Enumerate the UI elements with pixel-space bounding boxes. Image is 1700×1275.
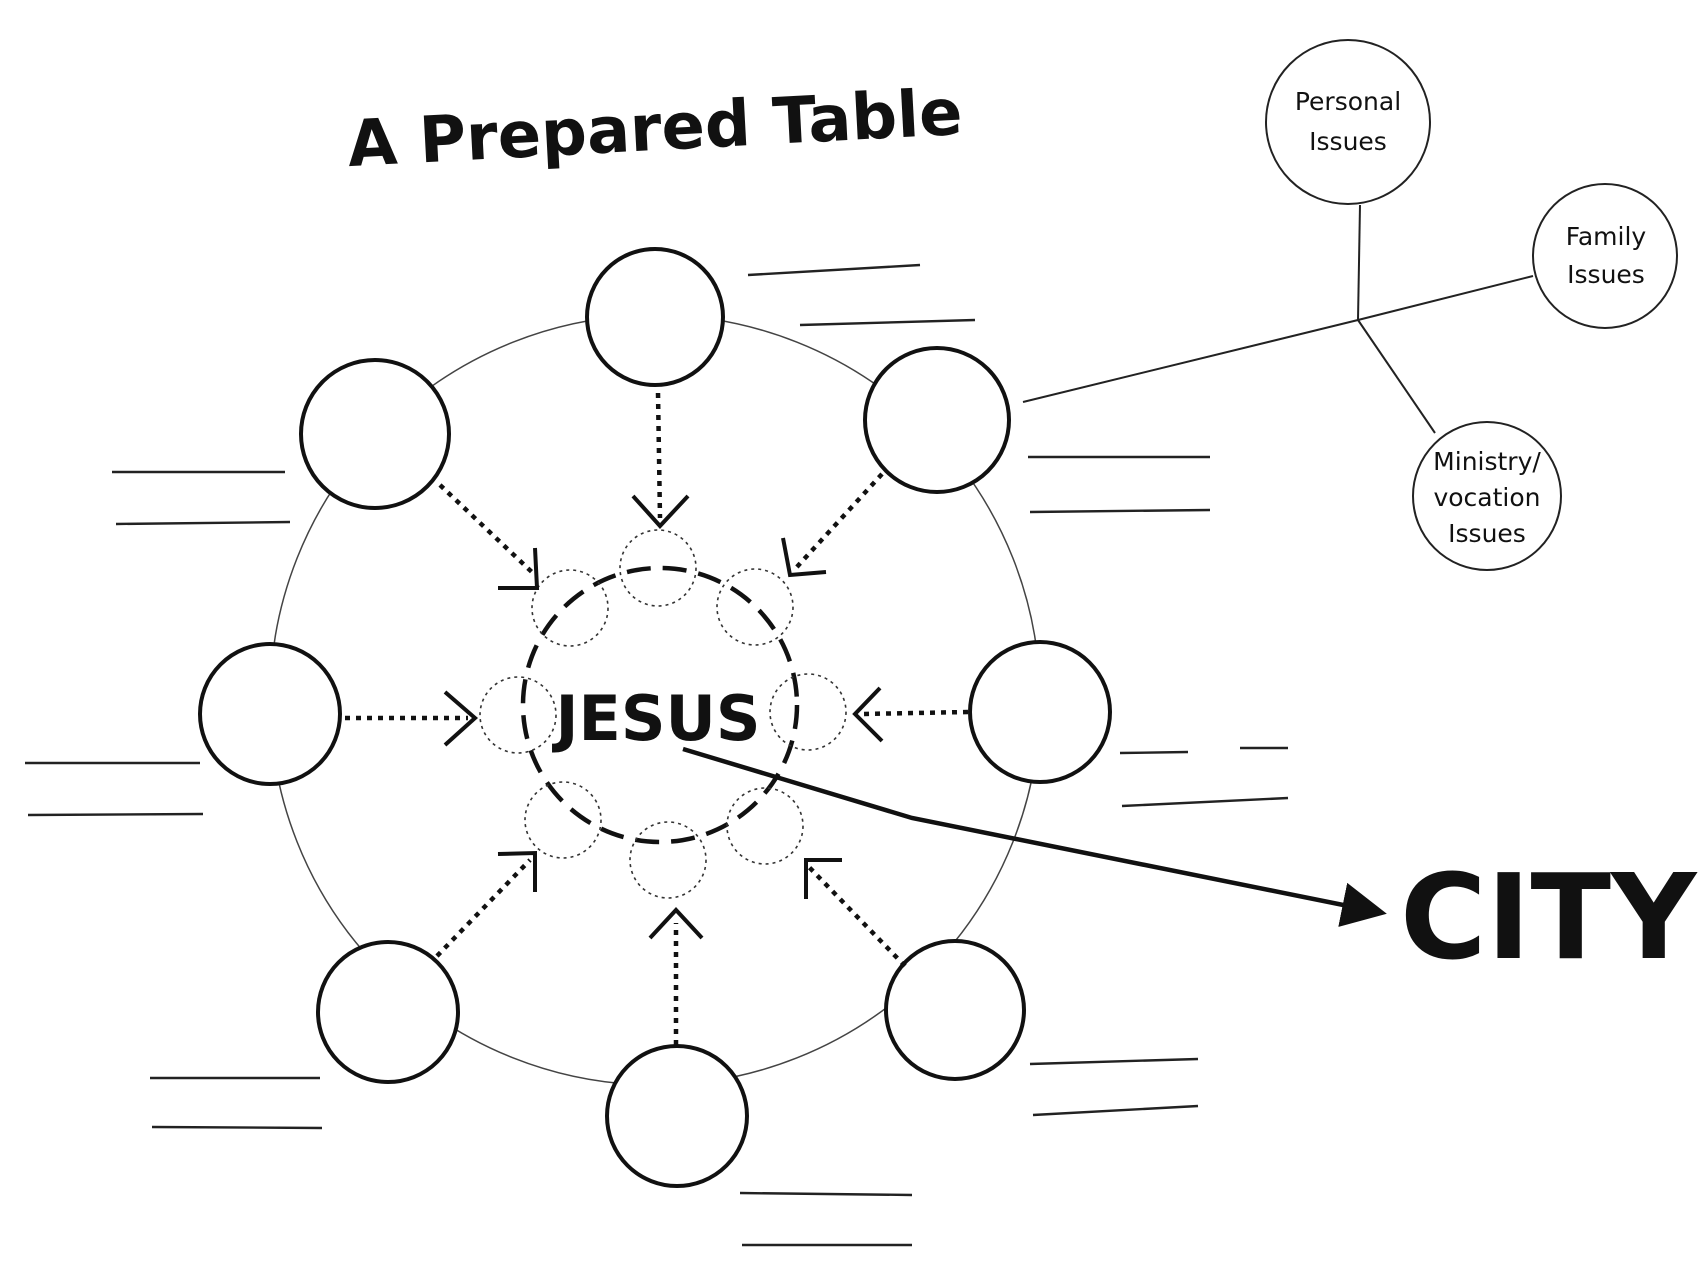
- write-line: [739, 1191, 913, 1197]
- page-title: A Prepared Table: [346, 76, 965, 182]
- place-setting-left: [479, 676, 557, 754]
- write-line: [1032, 1104, 1199, 1117]
- issue-ministry-line2: vocation: [1433, 483, 1540, 512]
- place-setting-right: [769, 673, 847, 751]
- issue-family: Family Issues: [1532, 183, 1678, 329]
- place-settings: [479, 529, 847, 899]
- seat-bottom: [605, 1044, 749, 1188]
- seat-bottom-left: [316, 940, 460, 1084]
- arrow-top: [631, 392, 690, 529]
- seat-arrows: [345, 392, 969, 1045]
- seat-top-right: [863, 346, 1011, 494]
- issue-personal: Personal Issues: [1265, 39, 1431, 205]
- issue-circle-personal: [1265, 39, 1431, 205]
- write-line: [151, 1125, 323, 1130]
- arrow-top-right: [781, 472, 884, 578]
- city-arrow: [682, 746, 1387, 927]
- place-setting-top: [619, 529, 697, 607]
- issue-family-line1: Family: [1566, 222, 1647, 251]
- issue-ministry-line1: Ministry/: [1433, 447, 1541, 476]
- seat-top: [585, 247, 725, 387]
- writing-lines: [25, 263, 1289, 1247]
- arrow-top-left: [438, 483, 540, 590]
- write-line: [115, 520, 291, 526]
- issue-circle-family: [1532, 183, 1678, 329]
- seat-right: [968, 640, 1112, 784]
- write-line: [747, 263, 921, 277]
- issue-ministry-line3: Issues: [1448, 519, 1526, 548]
- place-setting-bottom: [629, 821, 707, 899]
- seat-left: [198, 642, 342, 786]
- place-setting-top-left: [531, 569, 609, 647]
- write-line: [1121, 796, 1289, 808]
- inner-dashed-circle: [520, 565, 800, 845]
- place-setting-top-right: [716, 568, 794, 646]
- seats: [198, 247, 1112, 1188]
- arrow-bottom-right: [804, 858, 907, 968]
- issue-family-line2: Issues: [1567, 260, 1645, 289]
- write-line: [799, 318, 976, 327]
- write-line: [1029, 508, 1211, 514]
- issue-personal-line2: Issues: [1309, 127, 1387, 156]
- arrow-right: [852, 686, 969, 743]
- arrow-bottom-left: [435, 850, 537, 958]
- write-line: [1119, 750, 1189, 755]
- arrow-left: [345, 690, 479, 747]
- issue-connectors: [1022, 204, 1534, 434]
- write-line: [1029, 1057, 1199, 1066]
- issue-circle-ministry: [1412, 421, 1562, 571]
- place-setting-bottom-right: [726, 787, 804, 865]
- city-label: CITY: [1400, 848, 1698, 986]
- center-label: JESUS: [551, 682, 760, 755]
- issue-personal-line1: Personal: [1295, 87, 1401, 116]
- place-setting-bottom-left: [524, 781, 602, 859]
- write-line: [27, 812, 204, 817]
- seat-top-left: [299, 358, 451, 510]
- arrow-bottom: [648, 907, 704, 1045]
- seat-bottom-right: [884, 939, 1026, 1081]
- issue-ministry: Ministry/ vocation Issues: [1412, 421, 1562, 571]
